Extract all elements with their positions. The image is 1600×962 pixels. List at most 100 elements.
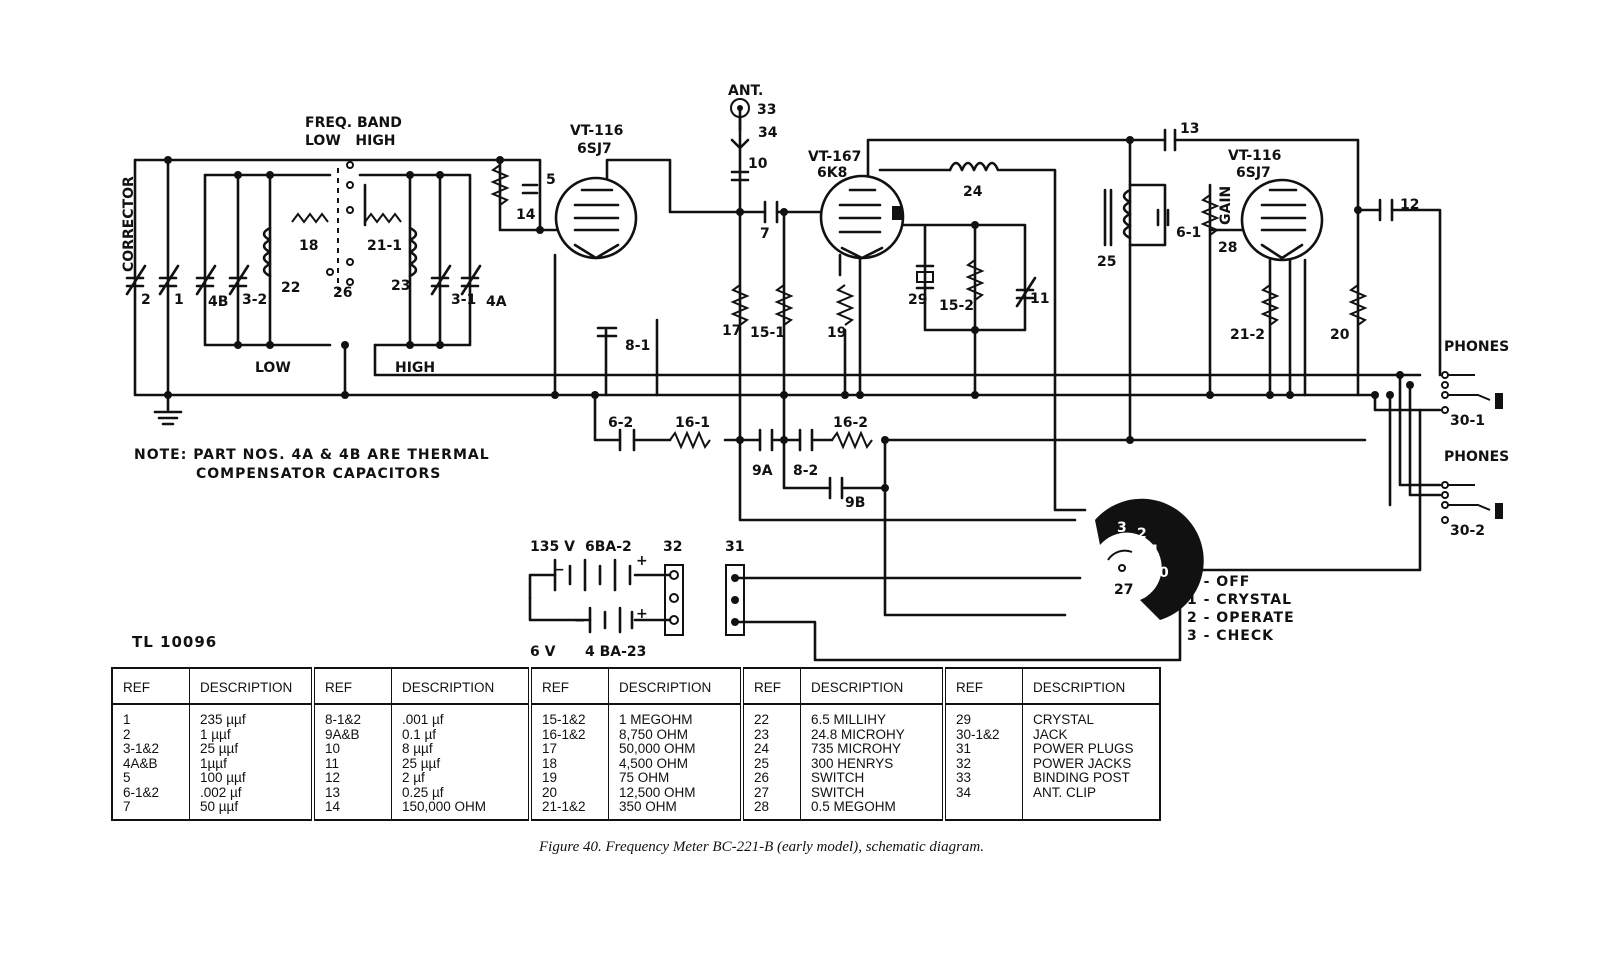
label-c17: 17 [722, 323, 741, 339]
label-tube2-base: 6K8 [817, 165, 847, 181]
label-ant: ANT. [728, 83, 763, 99]
parts-header-ref: REF [944, 668, 1023, 705]
parts-header-description: DESCRIPTION [608, 668, 744, 705]
label-c23: 23 [391, 278, 410, 294]
label-c22: 22 [281, 280, 300, 296]
label-bat-high-type: 6BA-2 [585, 539, 632, 555]
label-plus-2: + [636, 606, 648, 622]
label-c8-2: 8-2 [793, 463, 818, 479]
label-tube1-base: 6SJ7 [577, 141, 612, 157]
label-bat-low-v: 6 V [530, 644, 556, 660]
figure-caption: Figure 40. Frequency Meter BC-221-B (ear… [539, 839, 985, 855]
parts-ref-column: 22 23 24 25 26 27 28 [742, 704, 801, 820]
label-sw-2: 2 [1137, 526, 1147, 542]
parts-description-column: 235 µµf 1 µµf 25 µµf 1µµf 100 µµf .002 µ… [189, 704, 315, 820]
label-c4b: 4B [208, 294, 228, 310]
tube-vt116-2 [1240, 178, 1324, 262]
parts-ref-column: 15-1&2 16-1&2 17 18 19 20 21-1&2 [530, 704, 609, 820]
label-c24: 24 [963, 184, 983, 200]
label-c6-1: 6-1 [1176, 225, 1201, 241]
label-c20: 20 [1330, 327, 1350, 343]
label-c15-1: 15-1 [750, 325, 785, 341]
label-gain: GAIN [1218, 186, 1234, 225]
parts-ref-column: 8-1&2 9A&B 10 11 12 13 14 [313, 704, 392, 820]
phone-jacks [1441, 371, 1503, 524]
label-c19: 19 [827, 325, 846, 341]
label-sw-0: 0 [1159, 565, 1169, 581]
label-c33: 33 [757, 102, 776, 118]
switch-legend-item: 0 - OFF [1187, 574, 1251, 590]
parts-description-column: 1 MEGOHM 8,750 OHM 50,000 OHM 4,500 OHM … [608, 704, 744, 820]
coupling-capacitors [596, 128, 1394, 500]
resistor-14-cap-5 [490, 164, 539, 206]
label-c34: 34 [758, 125, 778, 141]
label-phones-1: PHONES [1444, 339, 1509, 355]
label-jack-1: 30-1 [1450, 413, 1485, 429]
parts-description-column: .001 µf 0.1 µf 8 µµf 25 µµf 2 µf 0.25 µf… [391, 704, 532, 820]
label-c6-2: 6-2 [608, 415, 633, 431]
label-freq-band: FREQ. BAND [305, 115, 402, 131]
label-c21-1: 21-1 [367, 238, 402, 254]
parts-ref-column: 1 2 3-1&2 4A&B 5 6-1&2 7 [112, 704, 190, 820]
parts-description-column: 6.5 MILLIHY 24.8 MICROHY 735 MICROHY 300… [800, 704, 946, 820]
label-c15-2: 15-2 [939, 298, 974, 314]
label-c11: 11 [1030, 291, 1049, 307]
variable-capacitors [125, 264, 482, 296]
label-sw-3: 3 [1117, 520, 1127, 536]
label-c12: 12 [1400, 197, 1419, 213]
parts-ref-column: 29 30-1&2 31 32 33 34 [944, 704, 1023, 820]
note-line-2: COMPENSATOR CAPACITORS [196, 466, 442, 482]
switch-legend-item: 3 - CHECK [1187, 628, 1274, 644]
label-c32: 32 [663, 539, 682, 555]
antenna-post [730, 98, 750, 182]
label-c3-1: 3-1 [451, 292, 476, 308]
switch-legend: 0 - OFF 1 - CRYSTAL 2 - OPERATE 3 - CHECK [1187, 573, 1295, 645]
label-c26: 26 [333, 285, 352, 301]
component-labels: CORRECTOR FREQ. BAND LOW HIGH LOW HIGH A… [121, 83, 1509, 660]
label-c7: 7 [760, 226, 770, 242]
label-tube1-type: VT-116 [570, 123, 623, 139]
label-c10: 10 [748, 156, 768, 172]
label-bat-low-type: 4 BA-23 [585, 644, 646, 660]
parts-header-ref: REF [112, 668, 190, 705]
parts-header-description: DESCRIPTION [189, 668, 315, 705]
label-c5: 5 [546, 172, 556, 188]
batteries [553, 558, 634, 634]
label-c29: 29 [908, 292, 927, 308]
ground-symbol [153, 410, 183, 426]
label-c8-1: 8-1 [625, 338, 650, 354]
coils-and-crystal [915, 161, 1132, 308]
label-jack-2: 30-2 [1450, 523, 1485, 539]
label-c13: 13 [1180, 121, 1199, 137]
label-c3-2: 3-2 [242, 292, 267, 308]
label-c21-2: 21-2 [1230, 327, 1265, 343]
label-phones-2: PHONES [1444, 449, 1509, 465]
parts-description-column: CRYSTAL JACK POWER PLUGS POWER JACKS BIN… [1022, 704, 1161, 820]
parts-header-description: DESCRIPTION [800, 668, 946, 705]
label-corrector: CORRECTOR [121, 176, 137, 272]
label-c9a: 9A [752, 463, 773, 479]
label-minus-1: − [553, 562, 565, 578]
switch-legend-item: 1 - CRYSTAL [1187, 592, 1293, 608]
thermal-note: NOTE: PART NOS. 4A & 4B ARE THERMAL COMP… [134, 446, 490, 484]
label-tube3-type: VT-116 [1228, 148, 1281, 164]
label-c4a: 4A [486, 294, 507, 310]
switch-legend-item: 2 - OPERATE [1187, 610, 1295, 626]
label-tube3-base: 6SJ7 [1236, 165, 1271, 181]
label-c16-1: 16-1 [675, 415, 710, 431]
label-tube2-type: VT-167 [808, 149, 861, 165]
drawing-number: TL 10096 [132, 633, 218, 651]
rotary-switch-27 [1095, 498, 1204, 620]
label-sw-1: 1 [1150, 543, 1160, 559]
label-c28: 28 [1218, 240, 1237, 256]
band-switch [326, 161, 354, 290]
label-low-high: LOW HIGH [305, 133, 396, 149]
label-minus-2: − [574, 613, 586, 629]
parts-header-ref: REF [313, 668, 392, 705]
parts-header-description: DESCRIPTION [391, 668, 532, 705]
note-line-1: NOTE: PART NOS. 4A & 4B ARE THERMAL [134, 447, 490, 463]
